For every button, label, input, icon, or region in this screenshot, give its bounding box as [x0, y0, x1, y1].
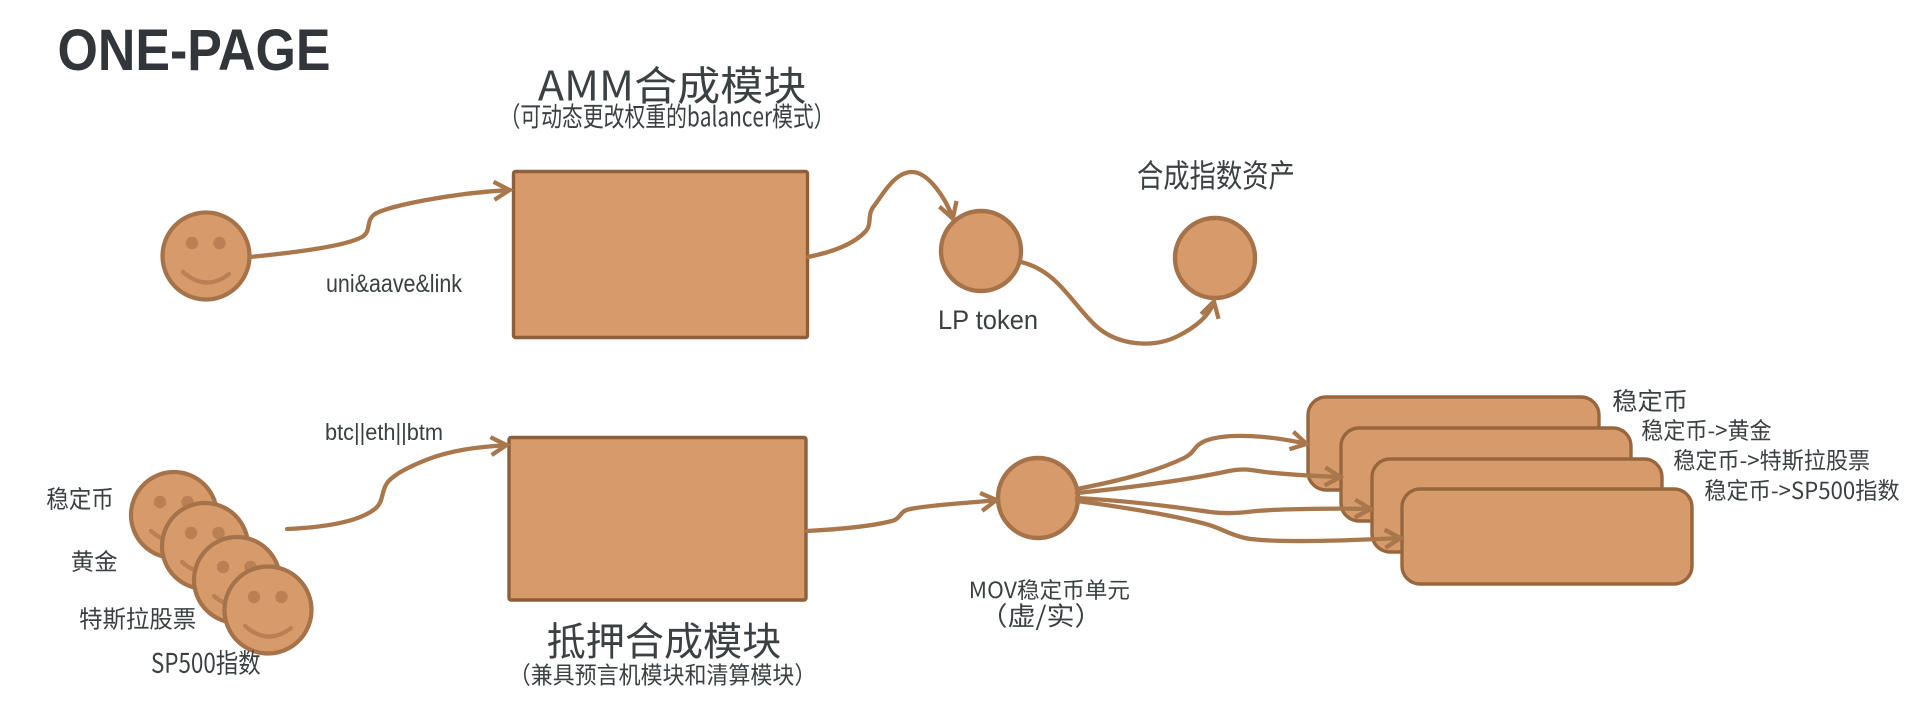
svg-text:btc||eth||btm: btc||eth||btm [325, 419, 443, 445]
svg-text:ONE-PAGE: ONE-PAGE [58, 18, 331, 83]
svg-text:uni&aave&link: uni&aave&link [326, 270, 462, 298]
svg-text:LP token: LP token [938, 305, 1038, 335]
